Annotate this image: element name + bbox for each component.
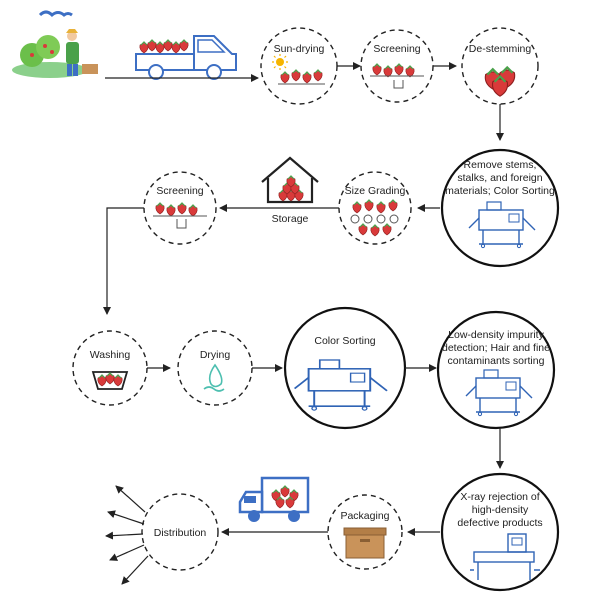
house-icon (261, 156, 319, 204)
screening-mid-label: Screening (156, 185, 203, 197)
water-drop-icon (203, 363, 225, 392)
berries-icon (350, 199, 399, 237)
delivery-truck-icon (238, 476, 310, 522)
xray-line2: high-density (472, 504, 529, 516)
washing-label: Washing (90, 349, 131, 361)
remove-stems-line2: stalks, and foreign (457, 172, 542, 184)
packaging-label: Packaging (340, 510, 389, 522)
distribution-label: Distribution (154, 527, 207, 539)
sun-icon (272, 54, 288, 70)
size-grading-label: Size Grading (345, 185, 406, 197)
pickup-truck-icon (135, 35, 237, 80)
remove-stems-line3: materials; Color Sorting (445, 185, 555, 197)
farmer-icon (12, 10, 98, 78)
screening-top-label: Screening (373, 43, 420, 55)
berries-icon (278, 69, 325, 85)
machine-icon (470, 533, 540, 580)
color-sorting-label: Color Sorting (314, 335, 375, 347)
distribution-arrows (105, 485, 149, 585)
berries-icon (153, 202, 207, 229)
xray-line3: defective products (457, 517, 542, 529)
basin-icon (91, 371, 129, 390)
xray-line1: X-ray rejection of (460, 491, 539, 503)
sun-drying-label: Sun-drying (274, 43, 325, 55)
low-density-line3: contaminants sorting (448, 355, 545, 367)
low-density-line2: detection; Hair and fine (442, 342, 550, 354)
box-icon (343, 527, 387, 559)
remove-stems-line1: Remove stems, (464, 159, 537, 171)
storage-label: Storage (272, 213, 309, 225)
low-density-line1: Low-density impurity (448, 329, 544, 341)
berries-icon (370, 63, 424, 89)
drying-label: Drying (200, 349, 231, 361)
de-stemming-label: De-stemming (469, 43, 532, 55)
